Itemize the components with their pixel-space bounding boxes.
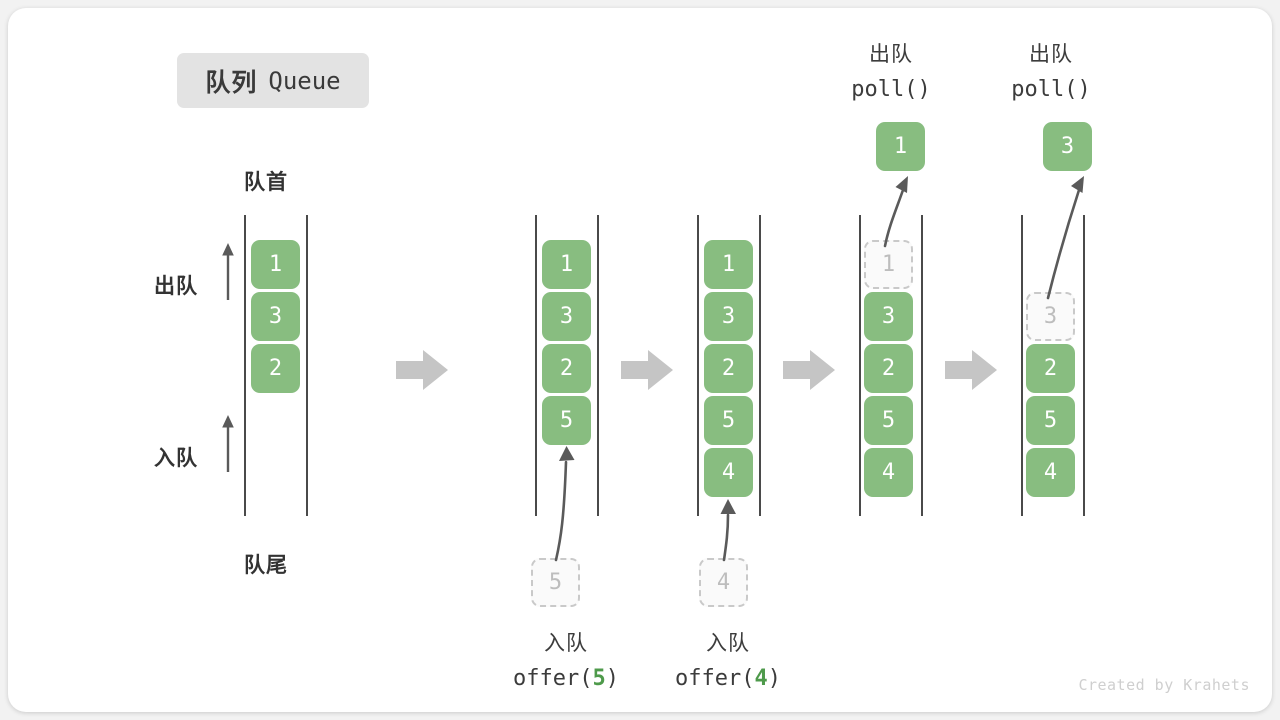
enqueue-legend-label: 入队 xyxy=(154,447,198,470)
rail-left xyxy=(697,215,699,516)
caption-line1: 入队 xyxy=(544,632,588,655)
title-badge: 队列 Queue xyxy=(177,53,369,108)
queue-cell: 1 xyxy=(704,240,753,289)
queue-cell: 3 xyxy=(251,292,300,341)
queue-cell: 5 xyxy=(864,396,913,445)
rail-left xyxy=(859,215,861,516)
queue-cell: 4 xyxy=(864,448,913,497)
popped-cell: 1 xyxy=(876,122,925,171)
dequeue-curve-arrow-icon xyxy=(1046,176,1084,300)
caption-line1: 出队 xyxy=(869,43,913,66)
rail-right xyxy=(759,215,761,516)
queue-cell: 3 xyxy=(864,292,913,341)
popped-cell: 3 xyxy=(1043,122,1092,171)
queue-cell: 5 xyxy=(542,396,591,445)
enqueue-up-arrow-icon xyxy=(222,415,234,472)
queue-cell: 2 xyxy=(864,344,913,393)
rail-right xyxy=(597,215,599,516)
queue-cell: 2 xyxy=(704,344,753,393)
title-en: Queue xyxy=(268,66,341,95)
queue-cell: 5 xyxy=(1026,396,1075,445)
rail-right xyxy=(1083,215,1085,516)
queue-cell: 2 xyxy=(251,344,300,393)
queue-cell: 4 xyxy=(1026,448,1075,497)
enqueue-curve-arrow-icon xyxy=(554,446,575,562)
title-cn: 队列 xyxy=(205,68,258,97)
queue-cell: 5 xyxy=(704,396,753,445)
queue-cell: 3 xyxy=(704,292,753,341)
queue-cell: 2 xyxy=(1026,344,1075,393)
caption-line2: poll() xyxy=(851,77,931,102)
rail-right xyxy=(921,215,923,516)
caption-line1: 入队 xyxy=(706,632,750,655)
credit-text: Created by Krahets xyxy=(1078,676,1250,694)
diagram-card: 队列 Queue 队首 队尾 出队 入队 1 3 2 xyxy=(8,8,1272,712)
queue-cell: 4 xyxy=(704,448,753,497)
queue-cell: 1 xyxy=(542,240,591,289)
rail-right xyxy=(306,215,308,516)
queue-cell: 1 xyxy=(251,240,300,289)
flow-arrow-icon xyxy=(783,350,835,390)
incoming-ghost-cell: 5 xyxy=(531,558,580,607)
flow-arrow-icon xyxy=(396,350,448,390)
dequeue-curve-arrow-icon xyxy=(883,176,908,248)
caption-poll-2: 出队 poll() xyxy=(971,37,1131,107)
rail-left xyxy=(1021,215,1023,516)
caption-line2: offer(4) xyxy=(675,666,781,691)
caption-poll-1: 出队 poll() xyxy=(811,37,971,107)
dequeue-legend-label: 出队 xyxy=(154,275,198,298)
queue-cell: 3 xyxy=(542,292,591,341)
rail-left xyxy=(244,215,246,516)
queue-head-label: 队首 xyxy=(244,171,288,194)
rail-left xyxy=(535,215,537,516)
queue-cell: 2 xyxy=(542,344,591,393)
incoming-ghost-cell: 4 xyxy=(699,558,748,607)
dequeue-up-arrow-icon xyxy=(222,243,234,300)
queue-tail-label: 队尾 xyxy=(244,554,288,577)
caption-offer-4: 入队 offer(4) xyxy=(628,626,828,696)
enqueue-curve-arrow-icon xyxy=(720,499,736,562)
caption-line2: poll() xyxy=(1011,77,1091,102)
flow-arrow-icon xyxy=(945,350,997,390)
flow-arrow-icon xyxy=(621,350,673,390)
caption-line1: 出队 xyxy=(1029,43,1073,66)
caption-line2: offer(5) xyxy=(513,666,619,691)
caption-offer-5: 入队 offer(5) xyxy=(466,626,666,696)
outgoing-ghost-cell: 1 xyxy=(864,240,913,289)
